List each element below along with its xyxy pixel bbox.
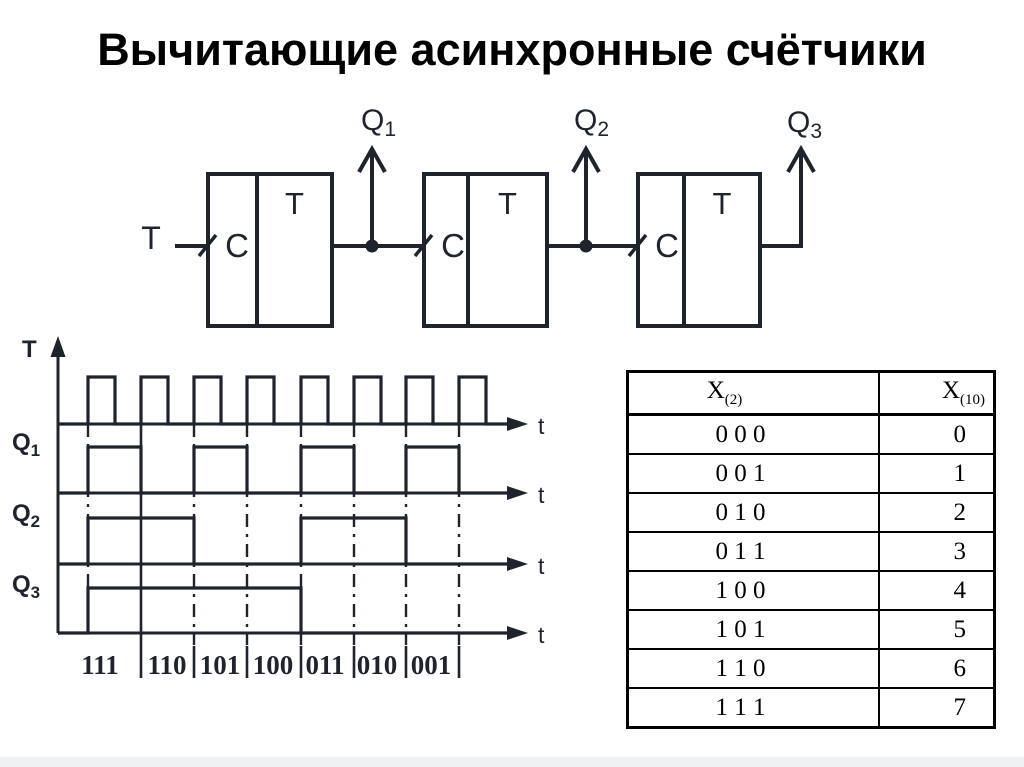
state-label: 100 [253, 650, 294, 680]
output-label-q2: Q2 [574, 104, 609, 141]
timing-row-q3: t Q3 [12, 571, 545, 648]
clock-pin-label: C [655, 227, 679, 264]
trigger-type-label: T [498, 186, 517, 221]
page-title: Вычитающие асинхронные счётчики [97, 24, 927, 75]
output-label-q1: Q1 [361, 104, 396, 141]
binary-cell: 0 0 1 [626, 453, 880, 494]
decimal-cell: 5 [878, 609, 996, 650]
timing-row-q1: t Q1 [12, 429, 545, 508]
binary-cell: 1 0 0 [626, 570, 880, 611]
trigger-type-label: T [285, 186, 304, 221]
flip-flop-box [422, 172, 549, 328]
slide-footer-strip [0, 757, 1024, 767]
up-arrowhead-icon [50, 336, 66, 357]
flip-flop-2: CT [413, 172, 549, 328]
timing-row-t: tT [22, 336, 545, 439]
binary-cell: 0 1 1 [626, 531, 880, 572]
output-q2: Q2 [571, 104, 609, 253]
decimal-cell: 2 [878, 492, 996, 533]
decimal-cell: 1 [878, 453, 996, 494]
clock-input-label: T [141, 220, 161, 256]
state-label: 011 [305, 650, 344, 680]
decimal-cell: 6 [878, 648, 996, 689]
state-label: 111 [81, 650, 119, 680]
state-label: 110 [147, 650, 186, 680]
decimal-cell: 7 [878, 687, 996, 729]
flip-flop-box [636, 172, 762, 328]
timing-row-q2: t Q2 [12, 500, 545, 579]
trigger-type-label: T [713, 186, 732, 221]
waveform-q1 [58, 445, 508, 495]
output-q1: Q1 [357, 104, 396, 253]
state-label: 010 [357, 650, 398, 680]
state-label: 001 [411, 650, 452, 680]
binary-cell: 0 1 0 [626, 492, 880, 533]
table-header-row: X(2)X(10) [626, 370, 996, 416]
up-arrow-icon [786, 144, 816, 173]
binary-cell: 1 1 1 [626, 687, 880, 729]
right-arrowhead-icon [507, 486, 528, 500]
output-label-q3: Q3 [787, 106, 822, 143]
clock-pin-label: C [225, 227, 249, 264]
flip-flop-3: CT [627, 172, 762, 328]
signal-label-t: T [22, 336, 37, 363]
right-arrowhead-icon [507, 626, 528, 640]
time-axis-label: t [538, 553, 545, 579]
up-arrow-icon [357, 144, 387, 173]
signal-label-q3: Q3 [12, 571, 40, 602]
table-header-decimal: X(10) [878, 370, 996, 416]
output-q3: Q3 [786, 106, 822, 246]
signal-label-q1: Q1 [12, 429, 40, 460]
right-arrowhead-icon [507, 557, 528, 571]
time-axis-label: t [538, 413, 545, 439]
binary-cell: 1 1 0 [626, 648, 880, 689]
table-header-binary: X(2) [626, 370, 880, 416]
time-axis-label: t [538, 622, 545, 648]
time-axis-label: t [538, 482, 545, 508]
state-label: 101 [200, 650, 241, 680]
binary-cell: 1 0 1 [626, 609, 880, 650]
waveform-q2 [58, 516, 508, 566]
decimal-cell: 0 [878, 413, 996, 455]
up-arrow-icon [571, 144, 601, 173]
flip-flop-1: CT [197, 172, 334, 328]
right-arrowhead-icon [507, 417, 528, 431]
waveform-t [58, 375, 508, 426]
flip-flop-box [206, 172, 334, 328]
clock-pin-label: C [441, 227, 465, 264]
signal-label-q2: Q2 [12, 500, 40, 531]
decimal-cell: 4 [878, 570, 996, 611]
edge-trigger-slash-icon [197, 233, 218, 258]
binary-cell: 0 0 0 [626, 413, 880, 455]
waveform-q3 [58, 586, 508, 635]
decimal-cell: 3 [878, 531, 996, 572]
